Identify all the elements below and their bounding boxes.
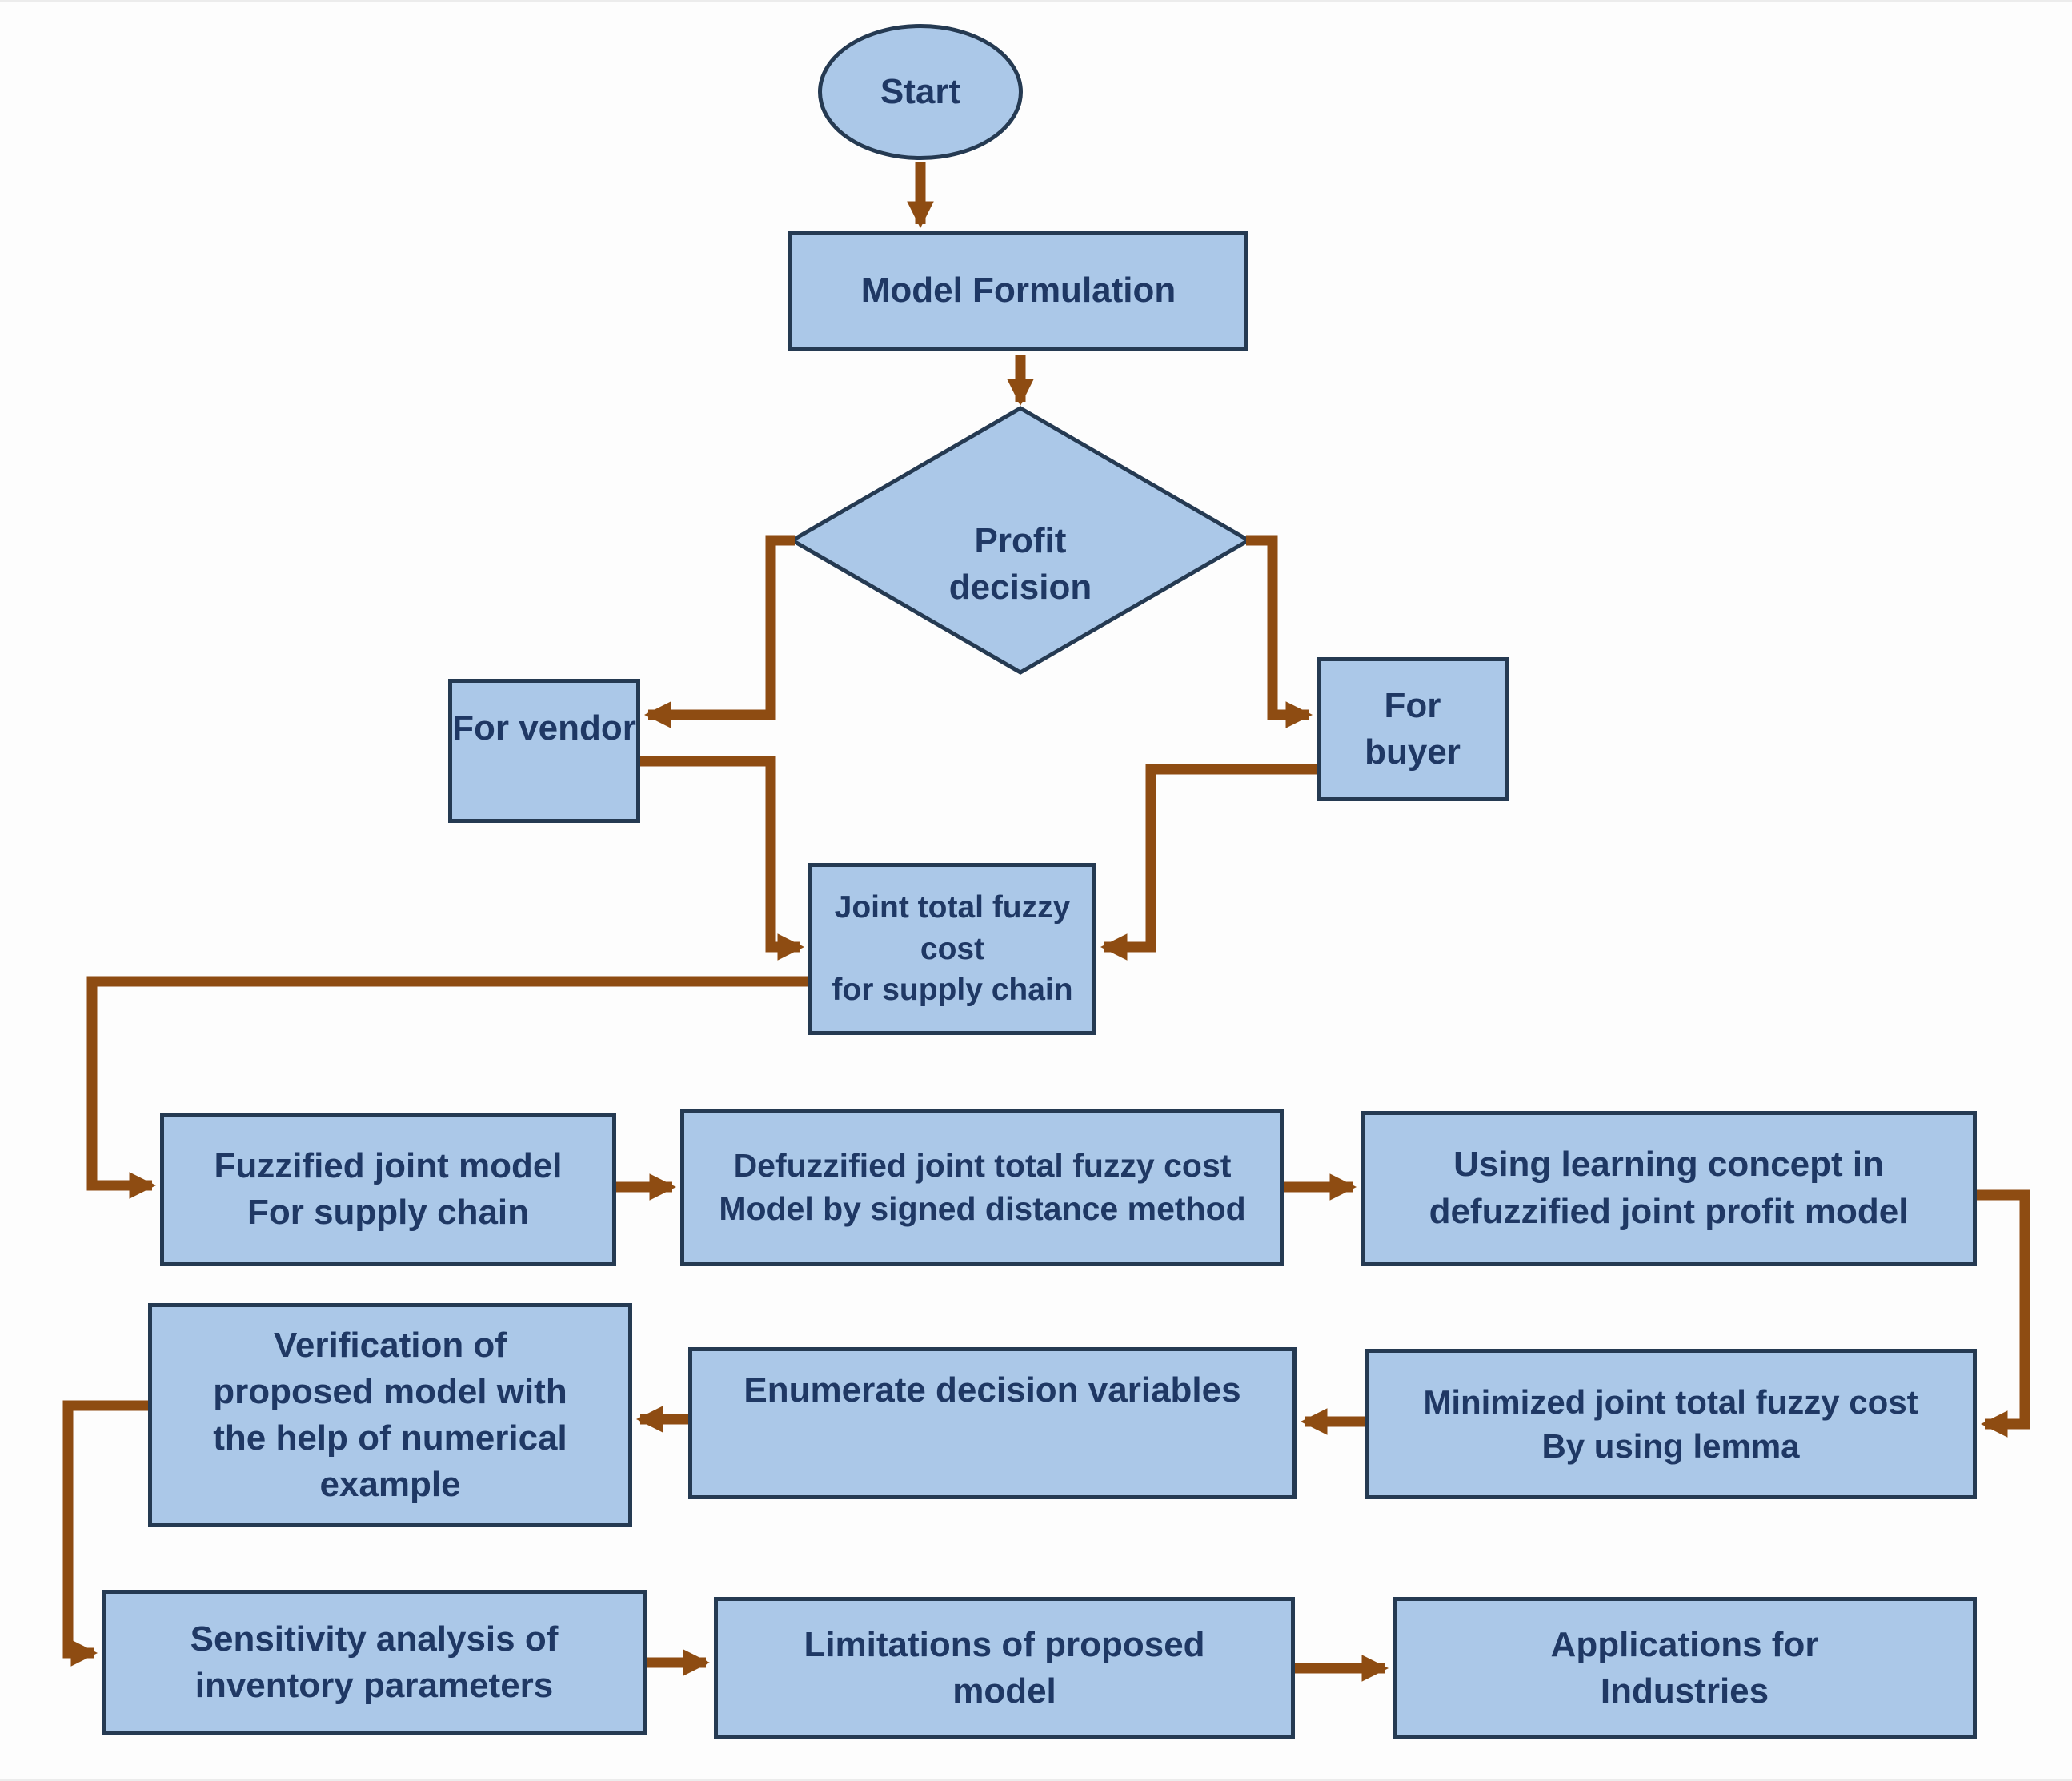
connector-joint-to-fuzzified (86, 976, 808, 1199)
profit-decision-diamond-shape (788, 406, 1252, 675)
node-label-line: Fuzzified joint model (214, 1145, 563, 1185)
node-label-line: defuzzified joint profit model (1429, 1191, 1909, 1231)
node-label-line: Defuzzified joint total fuzzy cost (733, 1146, 1232, 1184)
node-applications-for-industries: Applications for Industries (1393, 1597, 1977, 1739)
node-label-line: Joint total fuzzy (834, 890, 1071, 925)
node-verification-numerical-example: Verification of proposed model with the … (148, 1303, 632, 1527)
connector-vendor-to-joint (640, 756, 805, 961)
connector-verification-to-sensitivity (62, 1400, 148, 1667)
node-label-line: For (1384, 685, 1441, 725)
connector-buyer-to-joint (1100, 764, 1317, 961)
node-label-line: Start (880, 71, 961, 111)
node-using-learning-concept: Using learning concept in defuzzified jo… (1361, 1111, 1977, 1266)
node-label-line: Profit (974, 520, 1067, 560)
node-enumerate-decision-variables: Enumerate decision variables (688, 1347, 1297, 1499)
node-label-line: Using learning concept in (1453, 1145, 1884, 1185)
node-label-line: Applications for (1550, 1624, 1819, 1664)
node-label-line: Industries (1600, 1671, 1769, 1711)
node-label-line: For vendor (452, 708, 636, 748)
node-for-vendor: For vendor (448, 679, 640, 823)
node-label-line: the help of numerical (213, 1418, 567, 1458)
node-label-line: buyer (1365, 732, 1461, 772)
node-label-line: cost (920, 931, 985, 966)
node-label-line: Limitations of proposed (804, 1624, 1205, 1664)
node-label-line: decision (948, 568, 1092, 607)
node-minimized-joint-cost: Minimized joint total fuzzy cost By usin… (1365, 1349, 1977, 1499)
connector-learning-to-minimized (1977, 1189, 2030, 1438)
node-sensitivity-analysis: Sensitivity analysis of inventory parame… (102, 1590, 647, 1735)
node-start: Start (818, 24, 1023, 160)
node-for-buyer: For buyer (1317, 657, 1509, 801)
node-label-line: For supply chain (246, 1193, 530, 1232)
node-model-formulation: Model Formulation (788, 231, 1248, 351)
node-label-line: Enumerate decision variables (743, 1370, 1241, 1410)
node-fuzzified-joint-model: Fuzzified joint model For supply chain (160, 1113, 616, 1266)
node-label-line: Sensitivity analysis of (190, 1619, 559, 1659)
node-defuzzified-joint-model: Defuzzified joint total fuzzy cost Model… (680, 1109, 1284, 1266)
node-label-line: By using lemma (1541, 1427, 1800, 1465)
node-label-line: Model by signed distance method (719, 1190, 1246, 1227)
node-label-line: Verification of (274, 1325, 507, 1365)
node-label-line: for supply chain (832, 973, 1073, 1008)
connector-decision-to-buyer (1246, 535, 1313, 728)
node-label-line: example (319, 1465, 461, 1505)
node-label-line: proposed model with (213, 1371, 567, 1411)
node-limitations-of-model: Limitations of proposed model (714, 1597, 1295, 1739)
node-joint-total-fuzzy-cost: Joint total fuzzy cost for supply chain (808, 863, 1096, 1035)
node-label-line: Minimized joint total fuzzy cost (1423, 1382, 1918, 1421)
node-label-line: Model Formulation (860, 270, 1176, 310)
connector-decision-to-vendor (643, 535, 795, 728)
node-profit-decision-label: Profit decision (860, 508, 1180, 620)
node-label-line: inventory parameters (194, 1666, 554, 1705)
node-label-line: model (952, 1671, 1056, 1711)
